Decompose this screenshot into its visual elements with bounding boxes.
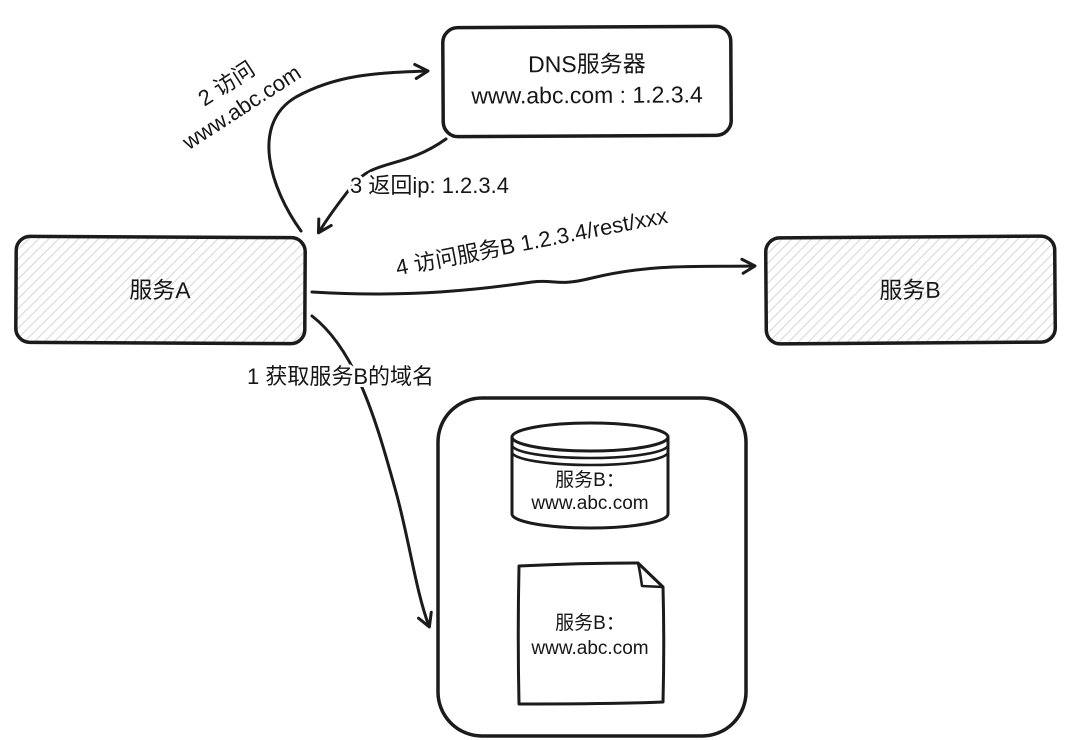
edge-step2-query-dns: 2 访问 www.abc.com	[174, 53, 430, 233]
service-a-box	[14, 234, 307, 346]
edge-step3-return-ip: 3 返回ip: 1.2.3.4	[316, 137, 512, 235]
node-dns-server: DNS服务器 www.abc.com : 1.2.3.4	[441, 24, 733, 139]
dns-server-record: www.abc.com : 1.2.3.4	[470, 81, 703, 108]
database-body	[510, 435, 670, 530]
database-rim-1	[510, 443, 670, 460]
dns-server-title: DNS服务器	[528, 51, 646, 78]
registry-container: 服务B： www.abc.com 服务B： www.abc.com	[436, 396, 748, 738]
edge-step1-line	[310, 314, 433, 629]
document-label-line1: 服务B：	[555, 612, 625, 634]
node-service-a: 服务A	[14, 234, 307, 346]
service-a-label: 服务A	[129, 277, 191, 303]
edge-step1-label: 1 获取服务B的域名	[247, 364, 434, 389]
dns-server-box	[441, 24, 733, 139]
edge-step2-line	[267, 62, 430, 233]
database-top	[510, 421, 670, 453]
document-icon: 服务B： www.abc.com	[516, 561, 666, 706]
edge-step3-line	[316, 137, 448, 235]
document-fold-corner	[636, 561, 665, 589]
database-label-line1: 服务B：	[555, 469, 625, 491]
edge-step1-lookup-domain: 1 获取服务B的域名	[244, 314, 437, 629]
service-b-label: 服务B	[879, 277, 941, 303]
edge-step4-line	[310, 257, 757, 296]
database-icon: 服务B： www.abc.com	[510, 421, 670, 530]
database-rim-2	[510, 450, 670, 467]
node-service-b: 服务B	[763, 234, 1058, 346]
document-label-line2: www.abc.com	[530, 638, 648, 659]
edge-step3-label: 3 返回ip: 1.2.3.4	[350, 173, 509, 198]
service-b-box	[763, 234, 1058, 346]
edge-step4-label: 4 访问服务B 1.2.3.4/rest/xxx	[394, 203, 670, 280]
edge-step4-call-service-b: 4 访问服务B 1.2.3.4/rest/xxx	[310, 200, 757, 296]
document-outline	[516, 561, 666, 706]
database-label-line2: www.abc.com	[530, 493, 648, 514]
